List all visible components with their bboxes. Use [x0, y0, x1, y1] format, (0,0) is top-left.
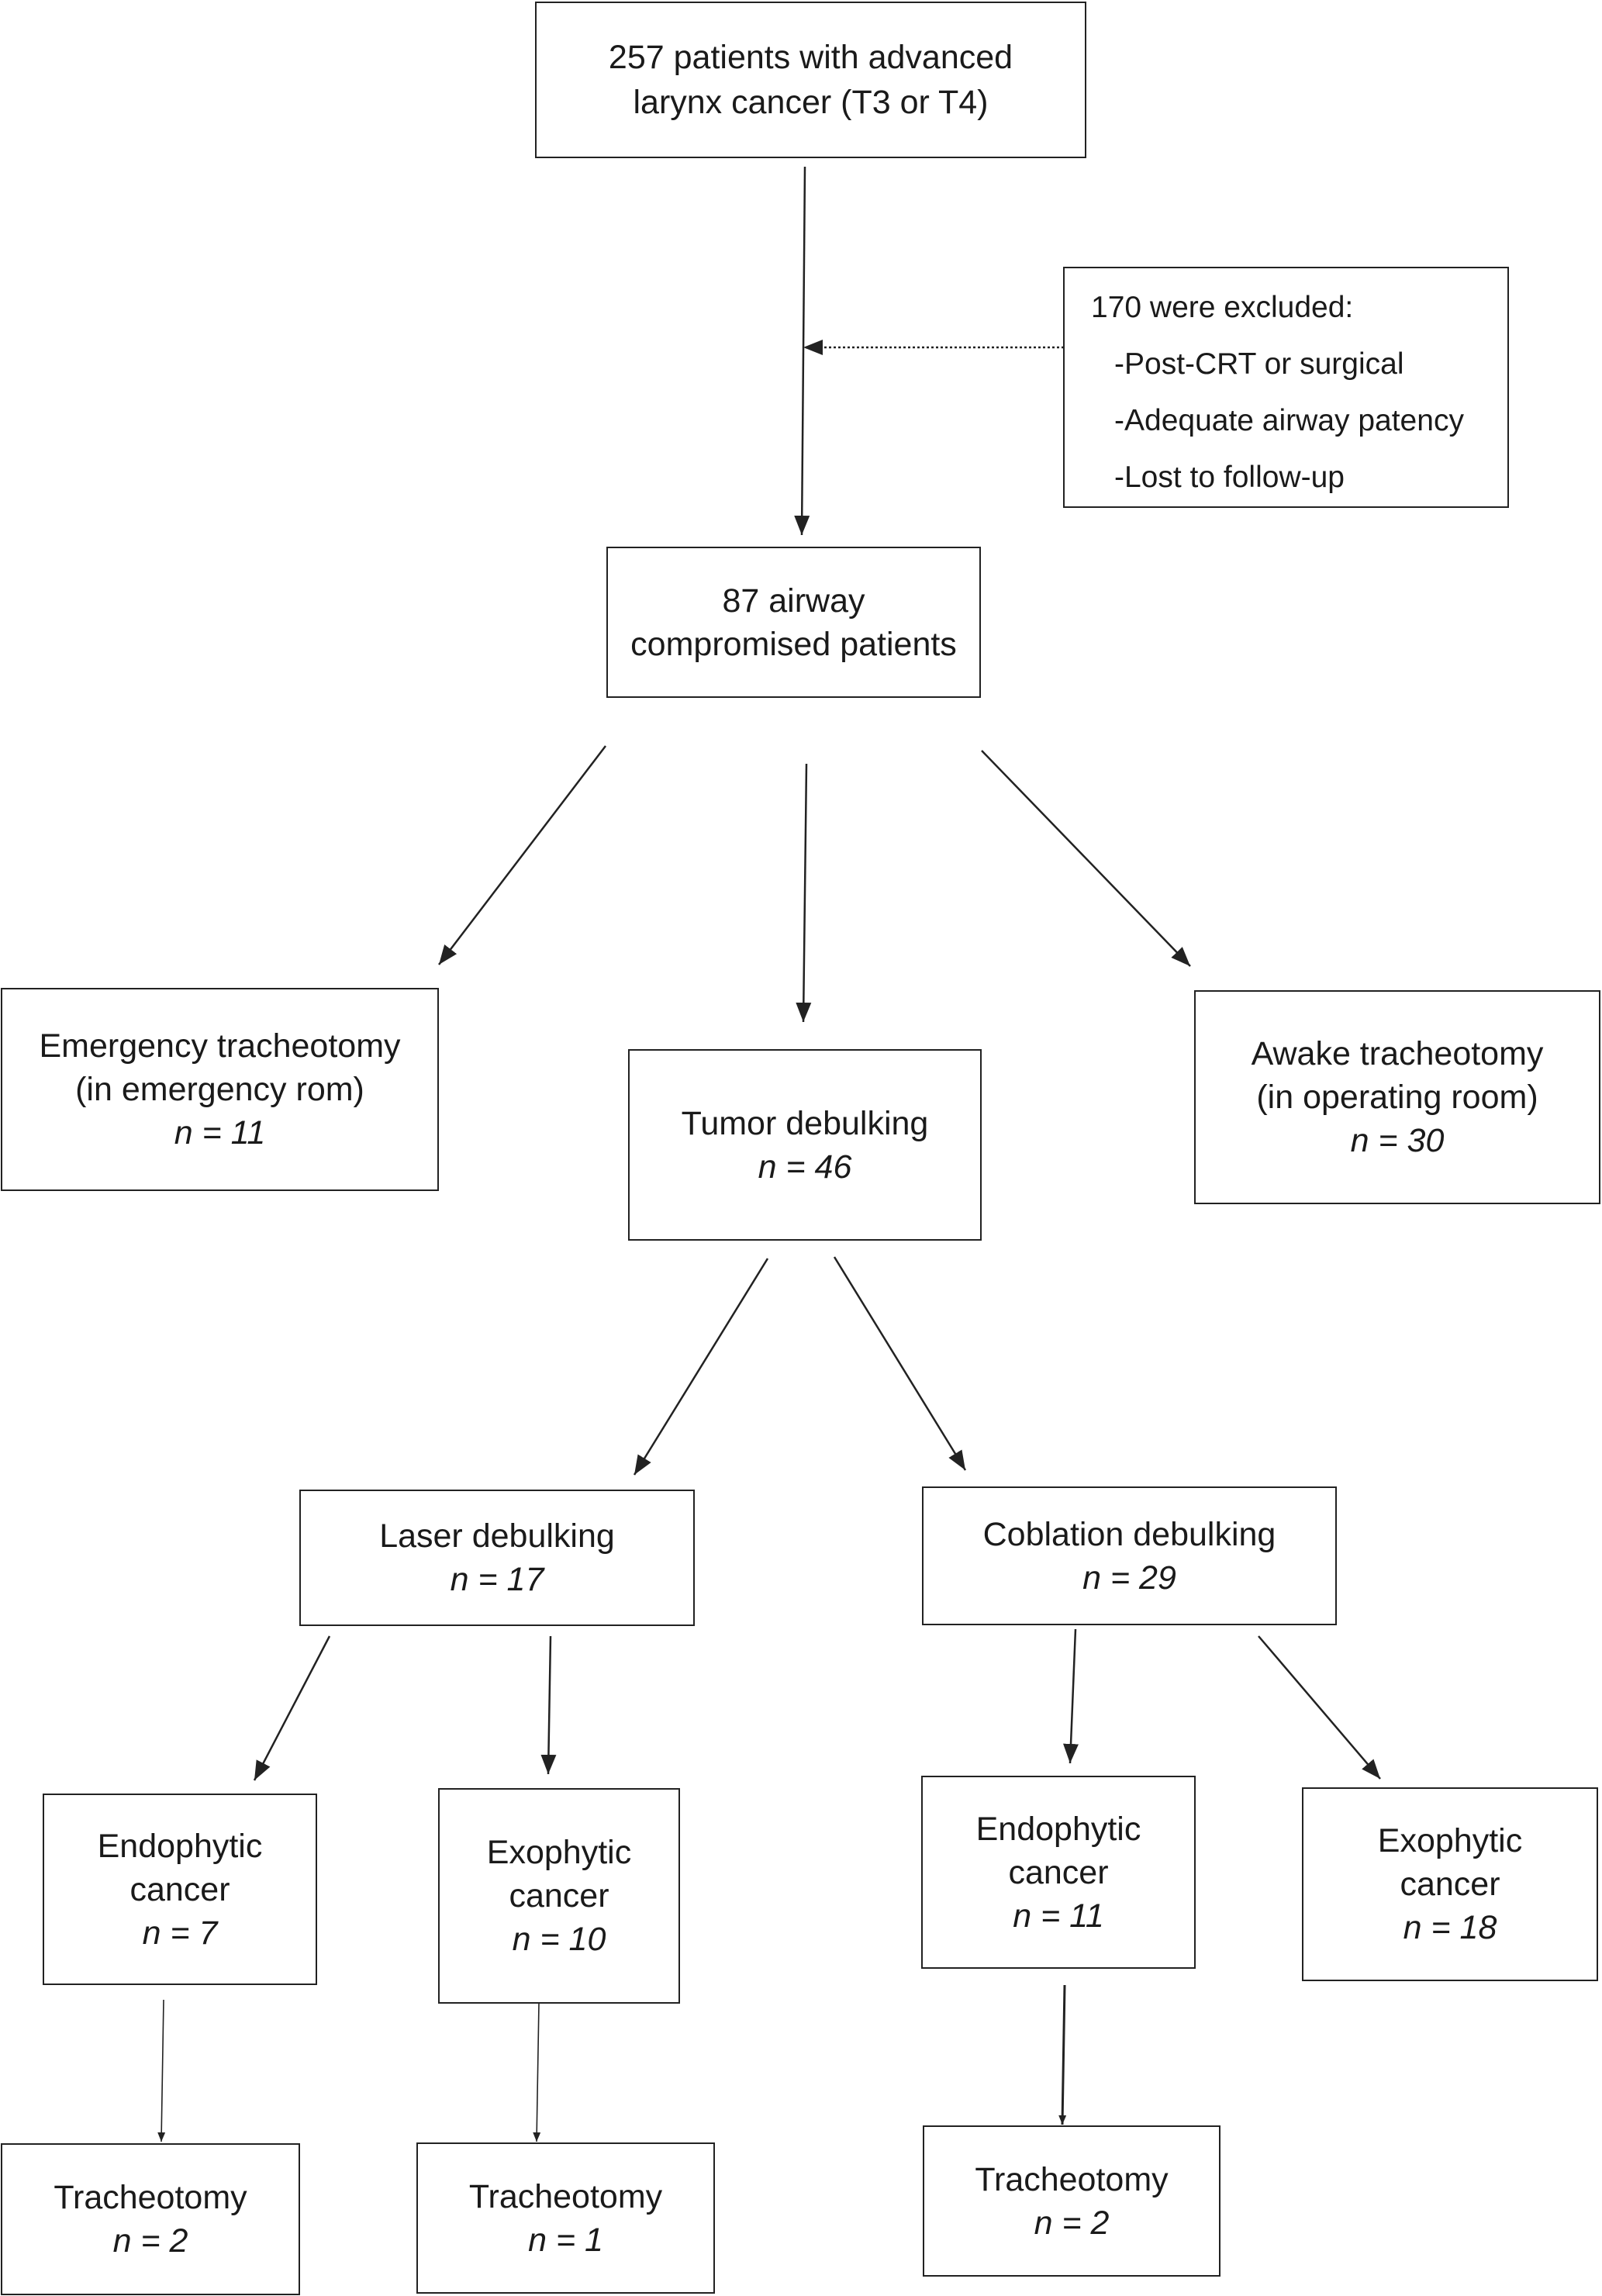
initial-cohort-line2: larynx cancer (T3 or T4) [633, 84, 989, 121]
arrow-to-cob-endo [1063, 1628, 1079, 1764]
tracheotomy-cob-endo-box: Tracheotomy n = 2 [923, 2125, 1220, 2277]
laser-exo-count: n = 10 [512, 1921, 606, 1958]
excluded-reason-1: -Post-CRT or surgical [1114, 347, 1404, 381]
initial-cohort-box: 257 patients with advanced larynx cancer… [535, 2, 1086, 158]
arrow-to-cob-exo [1258, 1635, 1381, 1780]
laser-endo-line1: Endophytic [97, 1827, 263, 1865]
coblation-exophytic-box: Exophytic cancer n = 18 [1302, 1787, 1598, 1981]
coblation-count: n = 29 [1082, 1559, 1176, 1597]
arrow-to-trach-cob-endo [1058, 1984, 1067, 2125]
arrow-start-to-compromised [794, 166, 810, 536]
emergency-count: n = 11 [174, 1114, 266, 1151]
laser-exo-line2: cancer [509, 1877, 609, 1914]
laser-endophytic-box: Endophytic cancer n = 7 [43, 1794, 317, 1985]
coblation-line1: Coblation debulking [982, 1515, 1276, 1553]
laser-count: n = 17 [450, 1561, 544, 1598]
awake-tracheotomy-box: Awake tracheotomy (in operating room) n … [1194, 990, 1600, 1204]
laser-exo-line1: Exophytic [486, 1834, 632, 1871]
arrow-to-laser-endo [253, 1635, 331, 1781]
tracheotomy-laser-endo-box: Tracheotomy n = 2 [1, 2143, 300, 2295]
arrow-to-laser-exo [540, 1635, 557, 1775]
excluded-title: 170 were excluded: [1091, 291, 1354, 324]
excluded-reason-3: -Lost to follow-up [1114, 461, 1345, 494]
emergency-line1: Emergency tracheotomy [39, 1027, 401, 1065]
laser-line1: Laser debulking [379, 1517, 615, 1555]
emergency-line2: (in emergency rom) [75, 1071, 364, 1108]
laser-endo-count: n = 7 [142, 1914, 218, 1952]
awake-line1: Awake tracheotomy [1251, 1035, 1544, 1072]
cob-endo-count: n = 11 [1013, 1897, 1104, 1935]
laser-endo-line2: cancer [129, 1870, 230, 1908]
arrow-to-trach-laser-endo [157, 1999, 166, 2142]
trach-cob-endo-label: Tracheotomy [975, 2160, 1169, 2198]
trach-cob-endo-count: n = 2 [1034, 2204, 1110, 2242]
awake-count: n = 30 [1350, 1122, 1445, 1159]
emergency-tracheotomy-box: Emergency tracheotomy (in emergency rom)… [1, 988, 439, 1191]
compromised-line2: compromised patients [630, 625, 957, 663]
arrow-to-laser [633, 1258, 769, 1476]
arrow-to-debulking [796, 763, 812, 1023]
arrow-to-awake [981, 750, 1191, 967]
cob-endo-line2: cancer [1008, 1853, 1109, 1891]
excluded-reason-2: -Adequate airway patency [1114, 404, 1464, 437]
arrow-to-trach-laser-exo [533, 2002, 541, 2142]
compromised-patients-box: 87 airway compromised patients [606, 547, 981, 698]
tumor-debulking-box: Tumor debulking n = 46 [628, 1049, 982, 1241]
coblation-debulking-box: Coblation debulking n = 29 [922, 1486, 1337, 1625]
trach-laser-exo-label: Tracheotomy [468, 2177, 663, 2215]
excluded-box: 170 were excluded: -Post-CRT or surgical… [1063, 267, 1509, 508]
arrow-to-emergency [438, 745, 606, 965]
initial-cohort-line1: 257 patients with advanced [608, 39, 1013, 76]
cob-exo-count: n = 18 [1403, 1909, 1497, 1946]
laser-exophytic-box: Exophytic cancer n = 10 [438, 1788, 680, 2004]
cob-exo-line2: cancer [1400, 1866, 1500, 1903]
trach-laser-exo-count: n = 1 [528, 2221, 603, 2259]
debulking-count: n = 46 [758, 1148, 852, 1186]
coblation-endophytic-box: Endophytic cancer n = 11 [921, 1776, 1196, 1969]
trach-laser-endo-count: n = 2 [112, 2222, 188, 2260]
trach-laser-endo-label: Tracheotomy [54, 2179, 247, 2216]
tracheotomy-laser-exo-box: Tracheotomy n = 1 [416, 2142, 715, 2294]
laser-debulking-box: Laser debulking n = 17 [299, 1490, 695, 1626]
cob-exo-line1: Exophytic [1377, 1822, 1523, 1859]
compromised-line1: 87 airway [722, 582, 865, 620]
cob-endo-line1: Endophytic [975, 1810, 1141, 1848]
arrow-to-coblation [833, 1256, 967, 1471]
debulking-line1: Tumor debulking [681, 1104, 929, 1142]
awake-line2: (in operating room) [1256, 1079, 1538, 1116]
